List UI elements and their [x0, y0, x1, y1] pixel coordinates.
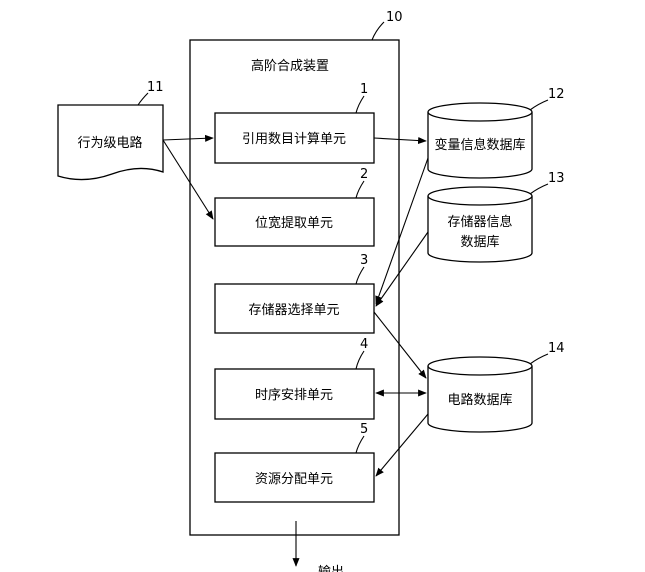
variable-info-database-ref-leader — [529, 99, 549, 111]
bitwidth-extraction-unit-box — [214, 197, 375, 247]
arrow-input-to-unit1 — [162, 134, 214, 142]
reference-count-unit-label: 引用数目计算单元 — [242, 132, 346, 147]
circuit-database-label: 电路数据库 — [447, 392, 512, 408]
arrow-circuit-db-to-unit5 — [375, 413, 429, 477]
reference-count-unit-ref: 1 — [360, 82, 368, 97]
resource-allocation-unit-label: 资源分配单元 — [255, 472, 333, 487]
circuit-database: 电路数据库 — [427, 356, 533, 433]
arrow-variable-db-to-unit3 — [375, 157, 429, 305]
behavior-circuit-ref-number: 11 — [147, 80, 164, 95]
scheduling-unit-label: 时序安排单元 — [255, 388, 333, 403]
variable-info-database-label: 变量信息数据库 — [434, 137, 525, 153]
arrow-input-to-unit2 — [162, 139, 214, 220]
arrow-unit1-to-variable-db — [373, 137, 427, 145]
memory-selection-unit-box — [214, 283, 375, 334]
reference-count-unit-box — [214, 112, 375, 164]
resource-allocation-unit-ref: 5 — [360, 422, 368, 437]
scheduling-unit-ref-leader — [355, 350, 365, 370]
memory-selection-unit-ref-leader — [355, 266, 365, 285]
behavior-circuit-ref-leader — [137, 92, 149, 106]
variable-info-database: 变量信息数据库 — [427, 102, 533, 179]
reference-count-unit-ref-leader — [355, 95, 365, 114]
resource-allocation-unit-ref-leader — [355, 435, 365, 454]
scheduling-unit-ref: 4 — [360, 337, 368, 352]
circuit-database-ref: 14 — [548, 341, 565, 356]
behavior-circuit-label: 行为级电路 — [77, 135, 142, 151]
output-label: 输出 — [318, 564, 344, 572]
resource-allocation-unit-box — [214, 452, 375, 503]
memory-selection-unit-label: 存储器选择单元 — [248, 303, 339, 318]
memory-info-database-label-line2: 数据库 — [460, 234, 499, 250]
bitwidth-extraction-unit-ref: 2 — [360, 167, 368, 182]
memory-selection-unit-ref: 3 — [360, 253, 368, 268]
arrow-unit3-to-circuit-db — [373, 311, 427, 379]
memory-info-database-ref: 13 — [548, 171, 565, 186]
variable-info-database-ref: 12 — [548, 87, 565, 102]
bitwidth-extraction-unit-label: 位宽提取单元 — [255, 215, 333, 231]
apparatus-ref-number: 10 — [386, 10, 403, 25]
behavior-circuit-document — [57, 104, 164, 181]
circuit-database-ref-leader — [529, 353, 549, 365]
memory-info-database: 存储器信息 数据库 — [427, 186, 533, 263]
arrow-memory-db-to-unit3 — [375, 231, 429, 307]
bitwidth-extraction-unit-ref-leader — [355, 180, 365, 199]
apparatus-title: 高阶合成装置 — [251, 58, 329, 74]
apparatus-ref-leader — [371, 21, 385, 41]
memory-info-database-ref-leader — [529, 183, 549, 195]
scheduling-unit-box — [214, 368, 375, 420]
memory-info-database-label-line1: 存储器信息 — [447, 214, 512, 230]
